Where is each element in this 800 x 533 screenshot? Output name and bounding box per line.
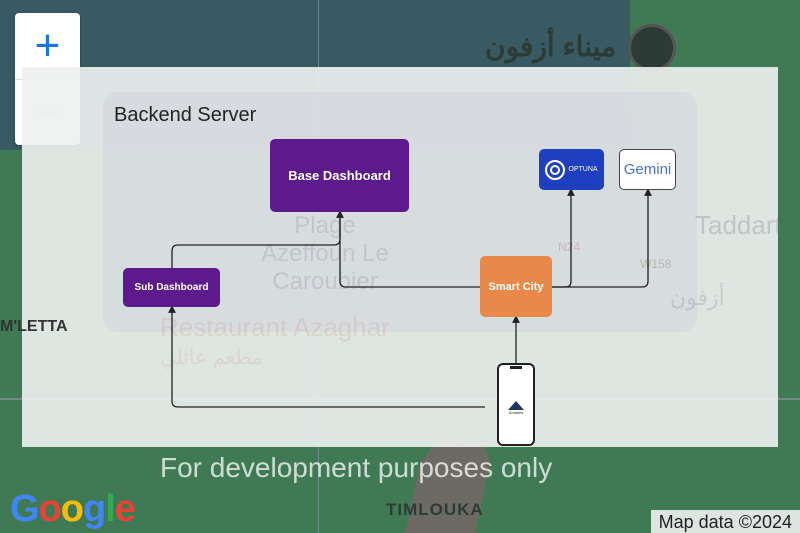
- smart-city-node[interactable]: Smart City: [480, 256, 552, 317]
- road-n24: N24: [558, 240, 581, 254]
- restaurant-label: Restaurant Azaghar: [160, 312, 390, 342]
- group-title: Backend Server: [114, 104, 257, 126]
- base-dashboard-node[interactable]: Base Dashboard: [270, 139, 409, 212]
- edge-smart-to-base: [339, 214, 480, 288]
- sub-dashboard-node[interactable]: Sub Dashboard: [123, 268, 220, 307]
- gemini-node[interactable]: Gemini: [619, 149, 676, 190]
- mletta-label: M'LETTA: [0, 318, 68, 335]
- restaurant-ar-label: مطعم عائلي: [160, 347, 263, 369]
- app-logo-icon: [508, 401, 524, 410]
- app-name: Smarles: [508, 410, 524, 415]
- edge-smart-to-optuna: [552, 188, 575, 288]
- optuna-logo-icon: [545, 159, 566, 180]
- watermark: For development purposes only: [160, 452, 553, 483]
- optuna-node[interactable]: OPTUNA: [539, 149, 604, 190]
- timlouka-label: TIMLOUKA: [386, 500, 484, 519]
- zoom-in-button[interactable]: +: [34, 21, 61, 70]
- edge-app-to-sub: [168, 305, 485, 408]
- edge-sub-to-base: [171, 210, 344, 268]
- azeffoun-label: أزفون: [670, 285, 725, 310]
- taddart-label: Taddart: [695, 210, 782, 240]
- map-attribution[interactable]: Map data ©2024: [650, 510, 800, 533]
- edge-smart-to-gemini: [552, 188, 652, 288]
- optuna-label: OPTUNA: [568, 166, 598, 173]
- google-logo: Google: [10, 488, 136, 530]
- mobile-app-node[interactable]: Smarles: [497, 363, 535, 446]
- port-label: ميناء أزفون: [485, 31, 617, 62]
- phone-notch: [510, 366, 522, 369]
